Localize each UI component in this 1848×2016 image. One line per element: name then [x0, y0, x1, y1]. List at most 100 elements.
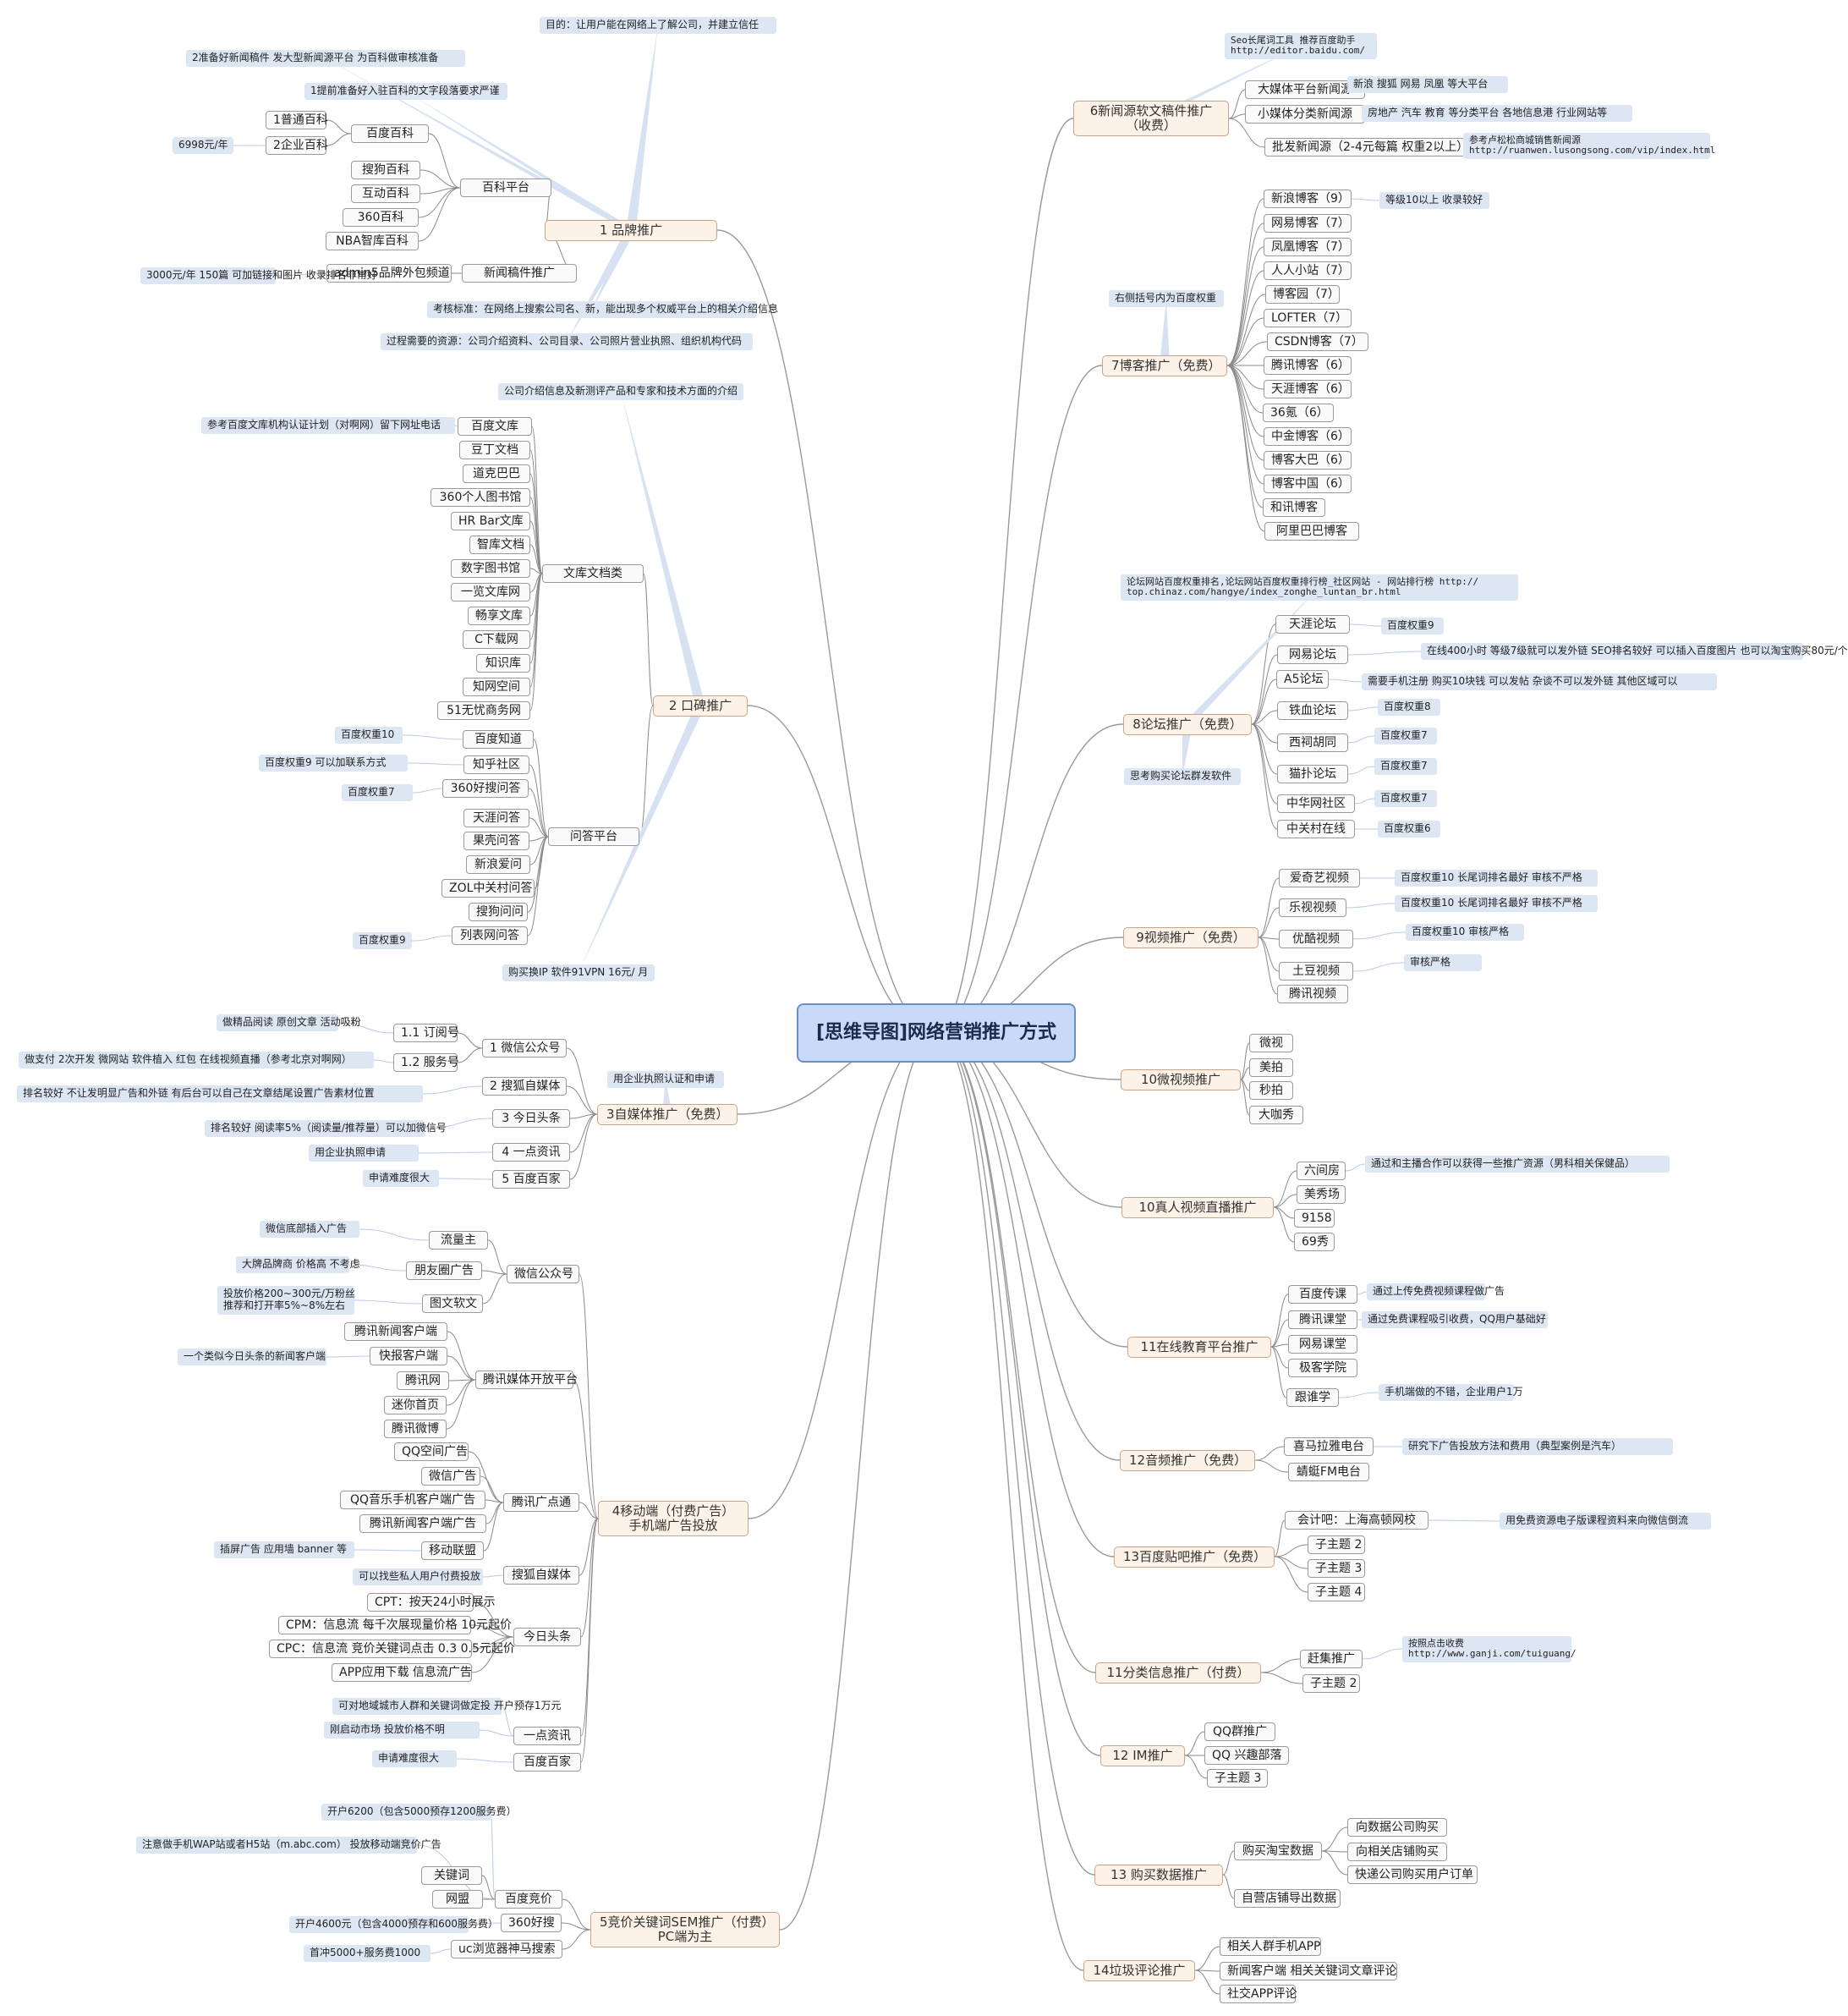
subtopic[interactable]: 360百科 [343, 208, 419, 228]
branch-topic[interactable]: 12 IM推广 [1100, 1744, 1185, 1766]
subtopic[interactable]: 人人小站（7） [1264, 261, 1352, 281]
note-callout[interactable]: 房地产 汽车 教育 等分类平台 各地信息港 行业网站等 [1362, 105, 1632, 122]
note-callout[interactable]: 微信底部插入广告 [260, 1221, 359, 1238]
subtopic[interactable]: 社交APP评论 [1220, 1985, 1297, 2004]
note-callout[interactable]: 申请难度很大 [363, 1170, 439, 1187]
subtopic[interactable]: 阿里巴巴博客 [1264, 522, 1359, 541]
subtopic[interactable]: 子主题 4 [1308, 1583, 1365, 1602]
branch-topic[interactable]: 9视频推广（免费） [1123, 926, 1259, 948]
subtopic[interactable]: CSDN博客（7） [1267, 332, 1368, 352]
branch-topic[interactable]: 11分类信息推广（付费） [1095, 1662, 1261, 1684]
subtopic[interactable]: HR Bar文库 [451, 512, 530, 531]
subtopic[interactable]: 博客中国（6） [1264, 475, 1352, 494]
note-callout[interactable]: 首冲5000+服务费1000 [304, 1945, 430, 1962]
subtopic[interactable]: 自营店铺导出数据 [1234, 1889, 1341, 1909]
subtopic[interactable]: 西祠胡同 [1277, 733, 1348, 753]
subtopic[interactable]: 会计吧：上海高顿网校 [1285, 1511, 1428, 1530]
note-callout[interactable]: 在线400小时 等级7级就可以发外链 SEO排名较好 可以插入百度图片 也可以淘… [1421, 643, 1848, 660]
subtopic[interactable]: 爱奇艺视频 [1279, 869, 1360, 888]
subtopic[interactable]: 美拍 [1249, 1058, 1293, 1078]
subtopic[interactable]: 子主题 2 [1308, 1535, 1365, 1555]
note-callout[interactable]: 注意做手机WAP站或者H5站（m.abc.com） 投放移动端竞价广告 [136, 1837, 441, 1854]
note-callout[interactable]: 百度权重7 [1374, 790, 1437, 807]
subtopic[interactable]: LOFTER（7） [1264, 309, 1352, 328]
subtopic[interactable]: 新浪爱问 [466, 855, 530, 875]
subtopic[interactable]: 腾讯新闻客户端广告 [359, 1514, 486, 1534]
note-callout[interactable]: 用免费资源电子版课程资料来向微信倒流 [1500, 1513, 1711, 1530]
note-callout[interactable]: 用企业执照申请 [309, 1145, 419, 1162]
subtopic[interactable]: 朋友圈广告 [406, 1261, 482, 1281]
note-callout[interactable]: 投放价格200~300元/万粉丝推荐和打开率5%~8%左右 [217, 1286, 355, 1315]
note-callout[interactable]: 百度权重7 [342, 784, 413, 801]
subtopic[interactable]: 搜狐自媒体 [503, 1566, 579, 1585]
note-callout[interactable]: 2准备好新闻稿件 发大型新闻源平台 为百科做审核准备 [186, 50, 465, 67]
subtopic[interactable]: 360好搜 [501, 1914, 562, 1933]
note-callout[interactable]: 百度权重9 [1381, 618, 1444, 634]
note-callout[interactable]: 开户6200（包含5000预存1200服务费） [321, 1804, 517, 1821]
note-callout[interactable]: 百度权重9 [353, 932, 412, 949]
subtopic[interactable]: 腾讯微博 [384, 1420, 447, 1439]
note-callout[interactable]: 1提前准备好入驻百科的文字段落要求严谨 [304, 83, 507, 100]
subtopic[interactable]: 和讯博客 [1263, 498, 1325, 518]
subtopic[interactable]: 博客园（7） [1265, 285, 1340, 305]
note-callout[interactable]: 通过免费课程吸引收费，QQ用户基础好 [1362, 1311, 1548, 1328]
subtopic[interactable]: 移动联盟 [421, 1541, 484, 1561]
subtopic[interactable]: 百度知道 [463, 730, 534, 750]
subtopic[interactable]: 百度百科 [351, 124, 429, 144]
subtopic[interactable]: 道克巴巴 [463, 464, 530, 484]
note-callout[interactable]: 用企业执照认证和申请 [607, 1071, 724, 1088]
branch-topic[interactable]: 2 口碑推广 [653, 695, 748, 717]
note-callout[interactable]: 百度权重10 [335, 727, 403, 744]
subtopic[interactable]: 一点资讯 [513, 1727, 581, 1746]
note-callout[interactable]: 公司介绍信息及新测评产品和专家和技术方面的介绍 [498, 383, 743, 400]
subtopic[interactable]: 大咖秀 [1249, 1106, 1303, 1125]
subtopic[interactable]: QQ 兴趣部落 [1204, 1746, 1289, 1766]
note-callout[interactable]: 考核标准：在网络上搜索公司名、新，能出现多个权威平台上的相关介绍信息 [427, 301, 778, 318]
central-topic[interactable]: [思维导图]网络营销推广方式 [797, 1003, 1076, 1063]
subtopic[interactable]: 铁血论坛 [1277, 701, 1348, 721]
subtopic[interactable]: CPM：信息流 每千次展现量价格 10元起价 [278, 1616, 512, 1635]
note-callout[interactable]: 百度权重8 [1378, 699, 1440, 716]
subtopic[interactable]: 六间房 [1297, 1162, 1346, 1181]
note-callout[interactable]: 参考百度文库机构认证计划（对啊网）留下网址电话 [201, 417, 455, 434]
subtopic[interactable]: 秒拍 [1249, 1081, 1293, 1101]
branch-topic[interactable]: 3自媒体推广（免费） [597, 1103, 738, 1125]
note-callout[interactable]: 刚启动市场 投放价格不明 [324, 1722, 480, 1739]
subtopic[interactable]: 搜狗问问 [469, 903, 528, 922]
subtopic[interactable]: 向数据公司购买 [1347, 1818, 1447, 1837]
subtopic[interactable]: 中金博客（6） [1264, 427, 1352, 447]
subtopic[interactable]: 快递公司购买用户订单 [1347, 1865, 1478, 1885]
subtopic[interactable]: 百科平台 [460, 179, 551, 198]
subtopic[interactable]: 百度文库 [458, 417, 532, 437]
note-callout[interactable]: 6998元/年 [173, 137, 233, 154]
subtopic[interactable]: 360个人图书馆 [430, 488, 530, 508]
note-callout[interactable]: 百度权重7 [1374, 758, 1437, 775]
branch-topic[interactable]: 8论坛推广（免费） [1123, 713, 1252, 735]
subtopic[interactable]: QQ群推广 [1204, 1722, 1275, 1742]
note-callout[interactable]: 申请难度很大 [372, 1750, 457, 1767]
subtopic[interactable]: 微视 [1249, 1034, 1293, 1053]
branch-topic[interactable]: 11在线教育平台推广 [1127, 1336, 1271, 1358]
subtopic[interactable]: 36氪（6） [1263, 404, 1334, 423]
subtopic[interactable]: 猫扑论坛 [1277, 765, 1348, 784]
subtopic[interactable]: 文库文档类 [542, 564, 644, 584]
subtopic[interactable]: 69秀 [1294, 1233, 1335, 1252]
subtopic[interactable]: 4 一点资讯 [492, 1143, 570, 1162]
subtopic[interactable]: 一览文库网 [451, 583, 530, 602]
subtopic[interactable]: NBA智库百科 [326, 232, 419, 251]
subtopic[interactable]: 乐视视频 [1279, 898, 1346, 918]
branch-topic[interactable]: 5竞价关键词SEM推广（付费）PC端为主 [590, 1911, 780, 1947]
subtopic[interactable]: 快报客户端 [370, 1347, 447, 1366]
subtopic[interactable]: 新浪博客（9） [1264, 190, 1352, 209]
branch-topic[interactable]: 13 购买数据推广 [1094, 1864, 1223, 1886]
subtopic[interactable]: 子主题 3 [1207, 1769, 1268, 1788]
subtopic[interactable]: 天涯论坛 [1275, 615, 1350, 634]
note-callout[interactable]: 做精品阅读 原创文章 活动吸粉 [217, 1014, 361, 1031]
subtopic[interactable]: 喜马拉雅电台 [1284, 1437, 1374, 1457]
subtopic[interactable]: 土豆视频 [1279, 962, 1353, 981]
note-callout[interactable]: 过程需要的资源：公司介绍资料、公司目录、公司照片营业执照、组织机构代码 [381, 333, 753, 350]
note-callout[interactable]: 排名较好 不让发明显广告和外链 有后台可以自己在文章结尾设置广告素材位置 [17, 1085, 423, 1102]
subtopic[interactable]: 搜狗百科 [351, 161, 420, 180]
subtopic[interactable]: 1.2 服务号 [393, 1053, 459, 1073]
subtopic[interactable]: 批发新闻源（2-4元每篇 权重2以上） [1264, 138, 1476, 157]
